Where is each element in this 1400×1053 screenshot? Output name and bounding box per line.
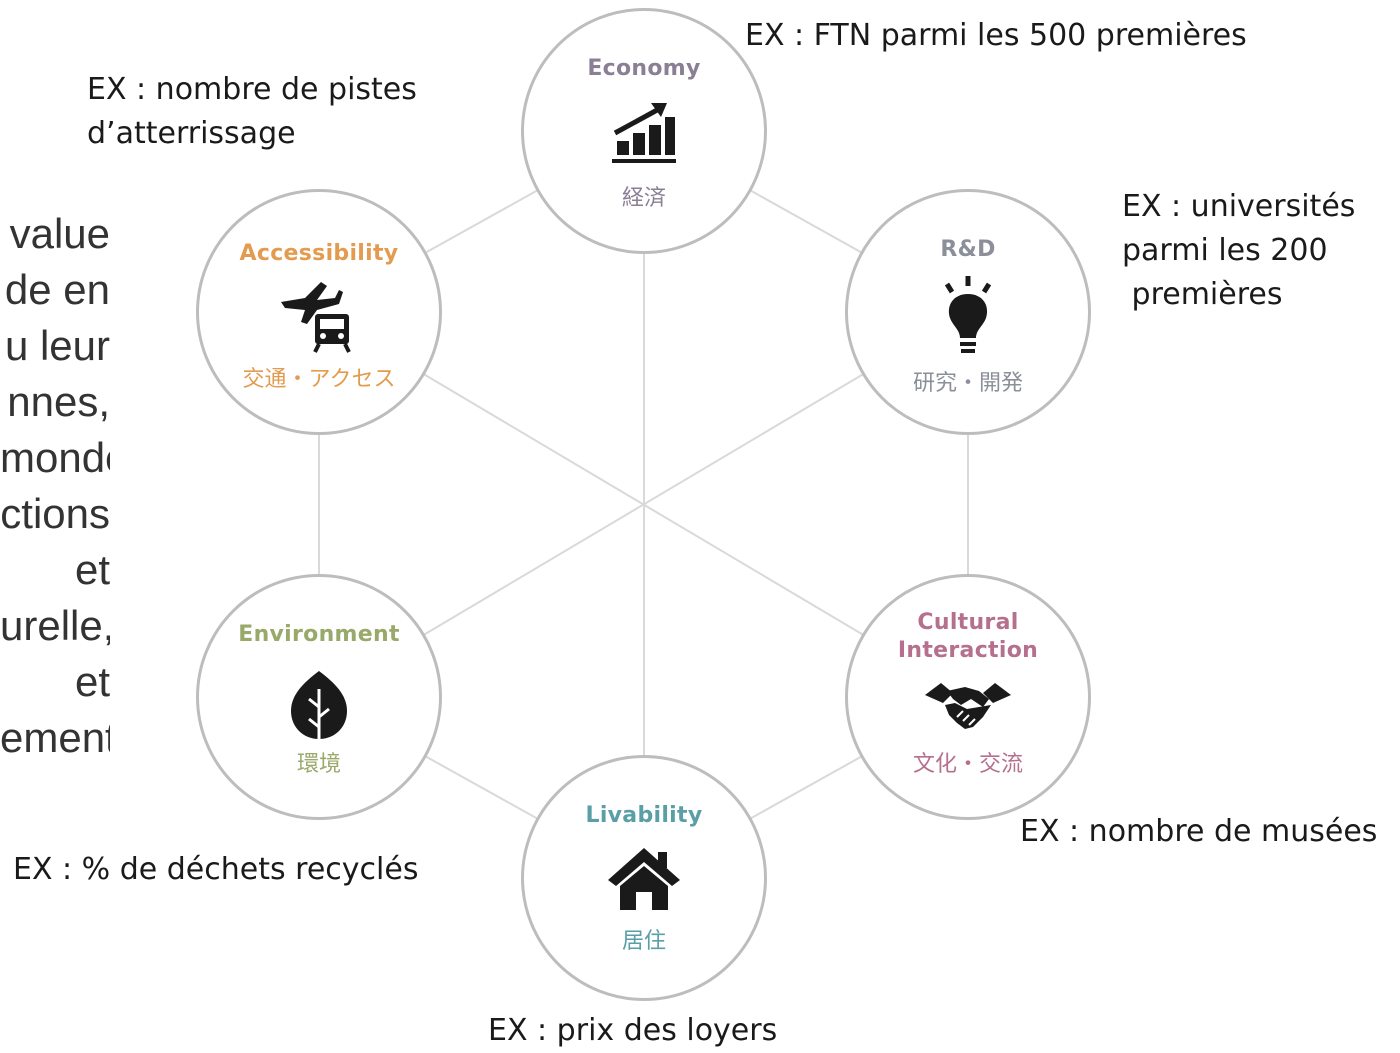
node-economy: Economy 経済 [521,8,767,254]
left-paragraph-line: ctions [0,490,110,537]
left-paragraph-line: et [74,546,110,593]
node-title-livability: Livability [585,803,703,828]
economy-chart-icon [612,103,676,163]
node-environment: Environment 環境 [196,574,442,820]
annotation-livability: EX : prix des loyers [488,1013,778,1048]
node-title-rnd: R&D [940,237,996,262]
node-title-environment: Environment [238,622,400,647]
annotation-rnd-line3: premières [1122,277,1283,312]
node-cultural: Cultural Interaction 文化・交流 [845,574,1091,820]
plane-train-icon [281,282,351,353]
left-paragraph-line: monde [0,434,110,481]
left-paragraph-line: ement [0,714,110,761]
node-title-economy: Economy [587,56,701,81]
lightbulb-icon [944,276,992,353]
annotation-economy: EX : FTN parmi les 500 premières [745,18,1247,53]
handshake-icon [925,683,1011,729]
annotation-accessibility-line1: EX : nombre de pistes [87,72,417,107]
node-subtitle-accessibility: 交通・アクセス [242,367,396,392]
node-subtitle-rnd: 研究・開発 [912,371,1023,396]
left-paragraph: value de en u leur nnes, monde ctions et… [0,206,110,766]
left-paragraph-line: urelle, [0,602,110,649]
node-livability: Livability 居住 [521,755,767,1001]
left-paragraph-line: value [9,210,110,257]
annotation-accessibility-line2: d’atterrissage [87,116,296,151]
node-subtitle-cultural: 文化・交流 [912,752,1023,777]
left-paragraph-line: et [74,658,110,705]
node-accessibility: Accessibility 交通・アクセス [196,189,442,435]
house-icon [608,848,680,910]
node-subtitle-livability: 居住 [621,929,666,954]
left-paragraph-line: nnes, [7,378,110,425]
node-title-cultural-line1: Cultural [917,610,1019,635]
annotation-environment: EX : % de déchets recyclés [13,852,419,887]
node-subtitle-economy: 経済 [621,186,666,211]
node-title-accessibility: Accessibility [239,241,399,266]
node-rnd: R&D 研究・開発 [845,189,1091,435]
left-paragraph-line: de en [4,266,110,313]
annotation-rnd-line1: EX : universités [1122,189,1356,224]
annotation-cultural: EX : nombre de musées [1020,814,1378,849]
leaf-icon [291,671,347,741]
left-paragraph-line: u leur [4,322,110,369]
annotation-rnd-line2: parmi les 200 [1122,233,1328,268]
spoke-rnd-environment [318,311,969,698]
node-title-cultural-line2: Interaction [897,638,1039,663]
node-subtitle-environment: 環境 [296,752,341,777]
